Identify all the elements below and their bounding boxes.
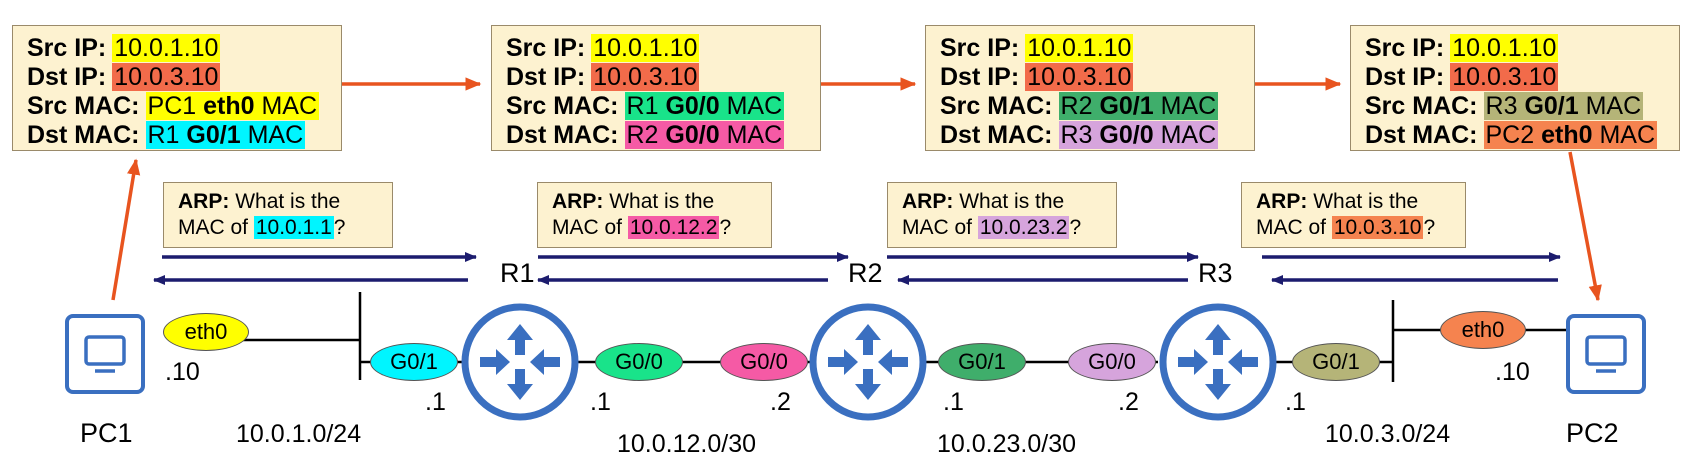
- src-mac-label: Src MAC:: [506, 92, 619, 120]
- arp-question-cont: MAC of: [1256, 216, 1327, 239]
- r2-g01-interface: G0/1: [938, 343, 1026, 381]
- pc2-icon: [1566, 314, 1646, 394]
- dst-ip-label: Dst IP:: [506, 63, 586, 91]
- arp-arrows: [153, 252, 1561, 285]
- dst-ip-label: Dst IP:: [940, 63, 1020, 91]
- arp-question: What is the: [235, 190, 341, 213]
- src-mac-value: PC1 eth0 MAC: [145, 92, 320, 120]
- dst-ip-label: Dst IP:: [27, 63, 107, 91]
- network-3-label: 10.0.23.0/30: [937, 430, 1077, 458]
- pc2-label: PC2: [1566, 418, 1619, 448]
- network-1-label: 10.0.1.0/24: [236, 420, 362, 448]
- router-r1-label: R1: [500, 258, 535, 288]
- src-mac-label: Src MAC:: [1365, 92, 1478, 120]
- arp-question-cont: MAC of: [902, 216, 973, 239]
- dst-ip-value: 10.0.3.10: [591, 63, 700, 91]
- router-r2-label: R2: [848, 258, 883, 288]
- r3-right-host-addr: .1: [1285, 388, 1306, 416]
- src-ip-value: 10.0.1.10: [112, 34, 221, 62]
- src-mac-label: Src MAC:: [27, 92, 140, 120]
- arp-box-4: ARP: What is the MAC of 10.0.3.10?: [1241, 182, 1466, 248]
- flow-arrow-pc1-up: [111, 158, 141, 301]
- dst-ip-label: Dst IP:: [1365, 63, 1445, 91]
- arp-box-3: ARP: What is the MAC of 10.0.23.2?: [887, 182, 1117, 248]
- arp-target-ip: 10.0.12.2: [627, 216, 720, 239]
- r1-g01-interface: G0/1: [370, 343, 458, 381]
- arp-question: What is the: [1313, 190, 1419, 213]
- router-r1-icon: [465, 307, 575, 417]
- arp-question: What is the: [609, 190, 715, 213]
- router-r3-label: R3: [1198, 258, 1233, 288]
- arp-label: ARP:: [1256, 190, 1308, 213]
- pc2-eth0-interface: eth0: [1440, 311, 1526, 349]
- r3-g01-interface: G0/1: [1292, 343, 1380, 381]
- router-r3-icon: [1163, 307, 1273, 417]
- arp-question: What is the: [959, 190, 1065, 213]
- dst-mac-label: Dst MAC:: [506, 121, 619, 149]
- r2-right-host-addr: .1: [943, 388, 964, 416]
- dst-mac-value: R1 G0/1 MAC: [145, 121, 306, 149]
- r2-g00-interface: G0/0: [720, 343, 808, 381]
- pc2-host-addr: .10: [1495, 358, 1530, 386]
- arp-label: ARP:: [178, 190, 230, 213]
- frame-header-3: Src IP:10.0.1.10 Dst IP:10.0.3.10 Src MA…: [925, 25, 1255, 151]
- arp-box-1: ARP: What is the MAC of 10.0.1.1?: [163, 182, 393, 248]
- pc1-icon: [65, 314, 145, 394]
- arp-box-2: ARP: What is the MAC of 10.0.12.2?: [537, 182, 772, 248]
- src-mac-value: R2 G0/1 MAC: [1058, 92, 1219, 120]
- r3-g00-interface: G0/0: [1068, 343, 1156, 381]
- dst-mac-value: R3 G0/0 MAC: [1058, 121, 1219, 149]
- arp-target-ip: 10.0.3.10: [1331, 216, 1424, 239]
- arp-label: ARP:: [902, 190, 954, 213]
- src-mac-value: R3 G0/1 MAC: [1483, 92, 1644, 120]
- src-mac-value: R1 G0/0 MAC: [624, 92, 785, 120]
- r1-g00-interface: G0/0: [595, 343, 683, 381]
- r3-left-host-addr: .2: [1118, 388, 1139, 416]
- src-ip-value: 10.0.1.10: [1025, 34, 1134, 62]
- frame-header-2: Src IP:10.0.1.10 Dst IP:10.0.3.10 Src MA…: [491, 25, 821, 151]
- src-mac-label: Src MAC:: [940, 92, 1053, 120]
- src-ip-label: Src IP:: [27, 34, 107, 62]
- dst-mac-label: Dst MAC:: [1365, 121, 1478, 149]
- dst-ip-value: 10.0.3.10: [1450, 63, 1559, 91]
- router-r2-icon: [813, 307, 923, 417]
- frame-header-1: Src IP:10.0.1.10 Dst IP:10.0.3.10 Src MA…: [12, 25, 342, 151]
- dst-mac-label: Dst MAC:: [940, 121, 1053, 149]
- dst-ip-value: 10.0.3.10: [1025, 63, 1134, 91]
- arp-label: ARP:: [552, 190, 604, 213]
- pc1-host-addr: .10: [165, 358, 200, 386]
- src-ip-label: Src IP:: [940, 34, 1020, 62]
- network-4-label: 10.0.3.0/24: [1325, 420, 1451, 448]
- dst-mac-label: Dst MAC:: [27, 121, 140, 149]
- r2-left-host-addr: .2: [770, 388, 791, 416]
- network-2-label: 10.0.12.0/30: [617, 430, 757, 458]
- r1-right-host-addr: .1: [590, 388, 611, 416]
- r1-left-host-addr: .1: [425, 388, 446, 416]
- arp-question-cont: MAC of: [552, 216, 623, 239]
- pc1-eth0-interface: eth0: [163, 313, 249, 351]
- dst-mac-value: PC2 eth0 MAC: [1483, 121, 1658, 149]
- dst-mac-value: R2 G0/0 MAC: [624, 121, 785, 149]
- arp-question-cont: MAC of: [178, 216, 249, 239]
- src-ip-value: 10.0.1.10: [591, 34, 700, 62]
- flow-arrow-pc2-down: [1568, 151, 1602, 302]
- arp-target-ip: 10.0.1.1: [253, 216, 334, 239]
- src-ip-value: 10.0.1.10: [1450, 34, 1559, 62]
- arp-target-ip: 10.0.23.2: [977, 216, 1070, 239]
- frame-header-4: Src IP:10.0.1.10 Dst IP:10.0.3.10 Src MA…: [1350, 25, 1680, 151]
- pc1-label: PC1: [80, 418, 133, 448]
- dst-ip-value: 10.0.3.10: [112, 63, 221, 91]
- src-ip-label: Src IP:: [1365, 34, 1445, 62]
- src-ip-label: Src IP:: [506, 34, 586, 62]
